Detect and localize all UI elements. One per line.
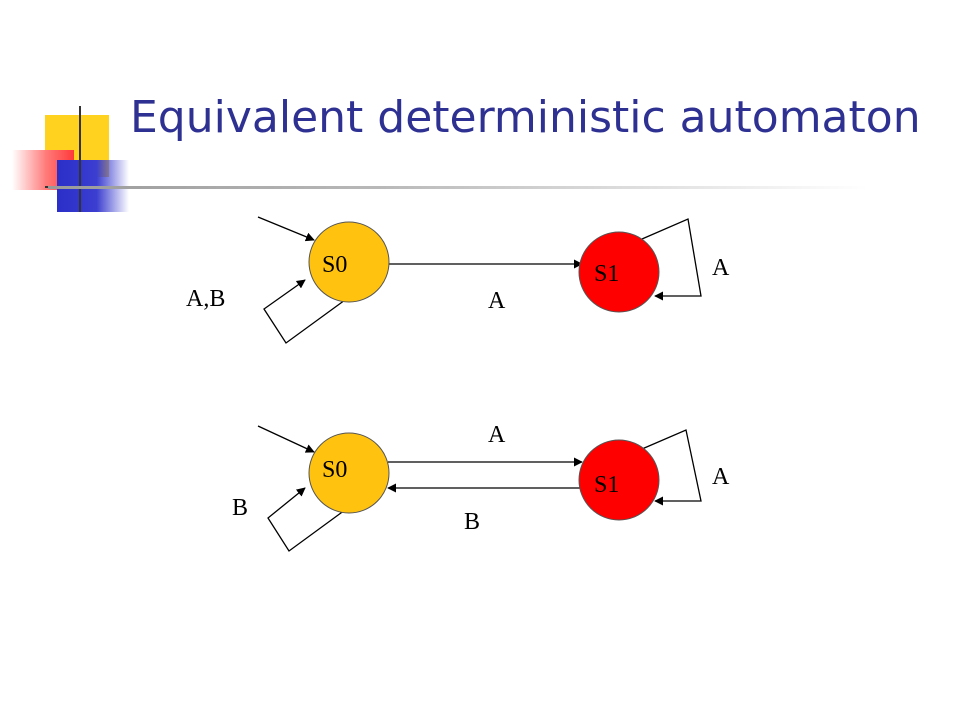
d1-s0-self-loop <box>263 279 346 344</box>
d2-self-loop-s0-label: B <box>232 495 248 521</box>
d1-edge-s0-s1-label: A <box>488 288 506 314</box>
d1-state-s1-label: S1 <box>594 261 619 287</box>
d1-s1-self-loop <box>641 218 702 301</box>
d1-self-loop-s1-label: A <box>712 255 730 281</box>
d2-self-loop-s1-label: A <box>712 464 730 490</box>
d1-state-s0[interactable] <box>308 221 390 303</box>
d1-start-arrow <box>257 216 315 242</box>
diagram-2: S0 S1 B A B A <box>232 422 730 552</box>
d1-state-s0-label: S0 <box>322 252 347 278</box>
d2-state-s0[interactable] <box>308 432 390 514</box>
title-underline <box>48 186 868 189</box>
d2-state-s0-label: S0 <box>322 457 347 483</box>
d2-state-s1-label: S1 <box>594 472 619 498</box>
d2-s1-self-loop <box>641 429 702 506</box>
diagram-1: S0 S1 A,B A A <box>186 216 730 344</box>
d2-state-s1[interactable] <box>578 439 660 521</box>
d2-edge-s0-s1-label: A <box>488 422 506 448</box>
d2-s0-self-loop <box>267 487 346 552</box>
decor-vertical-line <box>79 106 81 212</box>
d1-self-loop-s0-label: A,B <box>186 286 225 312</box>
d2-edge-s1-s0-label: B <box>464 509 480 535</box>
slide-title: Equivalent deterministic automaton <box>130 92 921 143</box>
d1-state-s1[interactable] <box>578 231 660 313</box>
d2-start-arrow <box>257 425 315 453</box>
